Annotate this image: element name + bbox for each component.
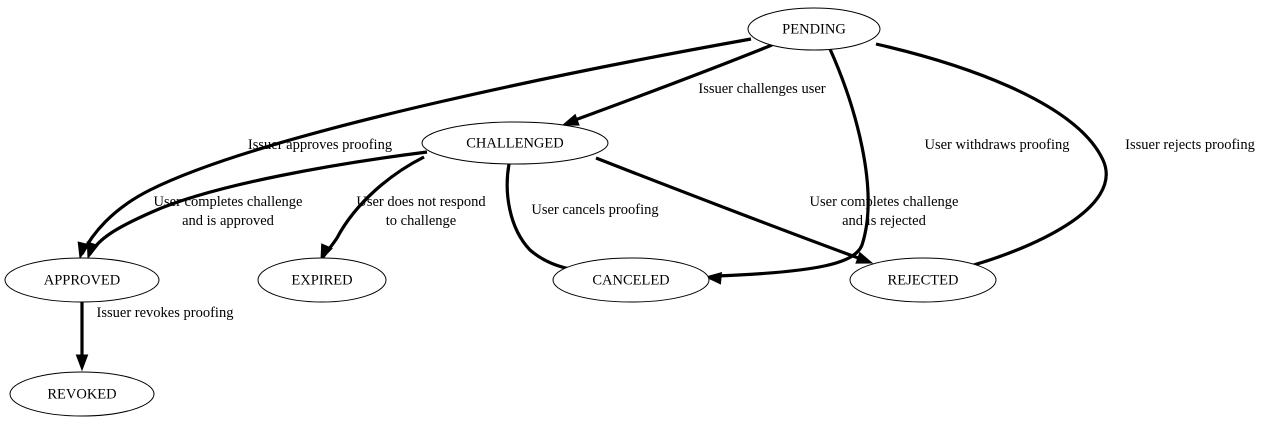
edge-path-challenged-approved [88, 150, 428, 255]
node-ellipse-rejected[interactable] [849, 257, 997, 303]
node-ellipse-challenged[interactable] [421, 121, 609, 165]
edge-path-pending-canceled [715, 48, 870, 278]
node-ellipse-revoked[interactable] [9, 371, 155, 417]
node-expired[interactable]: EXPIRED [257, 257, 387, 303]
edge-path-pending-rejected [875, 42, 1108, 270]
edge-label-pending-canceled: User withdraws proofing [925, 137, 1070, 153]
node-revoked[interactable]: REVOKED [9, 371, 155, 417]
edge-path-pending-approved [80, 37, 752, 255]
edge-label-pending-challenged: Issuer challenges user [698, 81, 825, 97]
edge-label-approved-revoked: Issuer revokes proofing [97, 305, 234, 321]
node-label-challenged: CHALLENGED [466, 135, 563, 151]
edge-pending-approved: Issuer approves proofing [77, 37, 752, 260]
edge-arrowhead-pending-challenged [561, 113, 580, 126]
node-label-canceled: CANCELED [592, 272, 669, 288]
edge-arrowhead-approved-revoked [75, 354, 89, 372]
node-label-approved: APPROVED [44, 272, 121, 288]
edges-layer: Issuer approves proofing Issuer challenge… [75, 37, 1255, 372]
edge-approved-revoked: Issuer revokes proofing [75, 302, 234, 372]
edge-label-pending-approved: Issuer approves proofing [248, 137, 392, 153]
edge-label-pending-rejected: Issuer rejects proofing [1125, 137, 1255, 153]
edge-path-challenged-canceled [505, 163, 584, 273]
edge-path-pending-challenged [574, 43, 773, 122]
node-challenged[interactable]: CHALLENGED [421, 121, 609, 165]
node-rejected[interactable]: REJECTED [849, 257, 997, 303]
node-label-rejected: REJECTED [888, 272, 959, 288]
node-label-expired: EXPIRED [291, 272, 352, 288]
node-pending[interactable]: PENDING [747, 7, 881, 51]
edge-arrowhead-challenged-rejected [855, 251, 874, 264]
edge-label-challenged-canceled: User cancels proofing [531, 202, 658, 218]
node-canceled[interactable]: CANCELED [552, 257, 710, 303]
edge-pending-rejected: Issuer rejects proofing [875, 42, 1255, 282]
node-ellipse-pending[interactable] [747, 7, 881, 51]
node-label-pending: PENDING [782, 21, 846, 37]
node-ellipse-approved[interactable] [4, 257, 160, 303]
node-ellipse-canceled[interactable] [552, 257, 710, 303]
node-label-revoked: REVOKED [47, 386, 116, 402]
edge-arrowhead-pending-approved [77, 241, 90, 260]
node-ellipse-expired[interactable] [257, 257, 387, 303]
edge-arrowhead-pending-canceled [704, 272, 722, 285]
nodes-layer: PENDING CHALLENGED APPROVED EXPIRED CANCELED… [4, 7, 997, 417]
edge-pending-challenged: Issuer challenges user [561, 43, 826, 126]
node-approved[interactable]: APPROVED [4, 257, 160, 303]
edge-pending-canceled: User withdraws proofing [704, 48, 1070, 285]
edge-path-challenged-rejected [595, 156, 862, 261]
edge-arrowhead-challenged-approved [86, 241, 99, 260]
edge-arrowhead-challenged-expired [320, 243, 333, 262]
